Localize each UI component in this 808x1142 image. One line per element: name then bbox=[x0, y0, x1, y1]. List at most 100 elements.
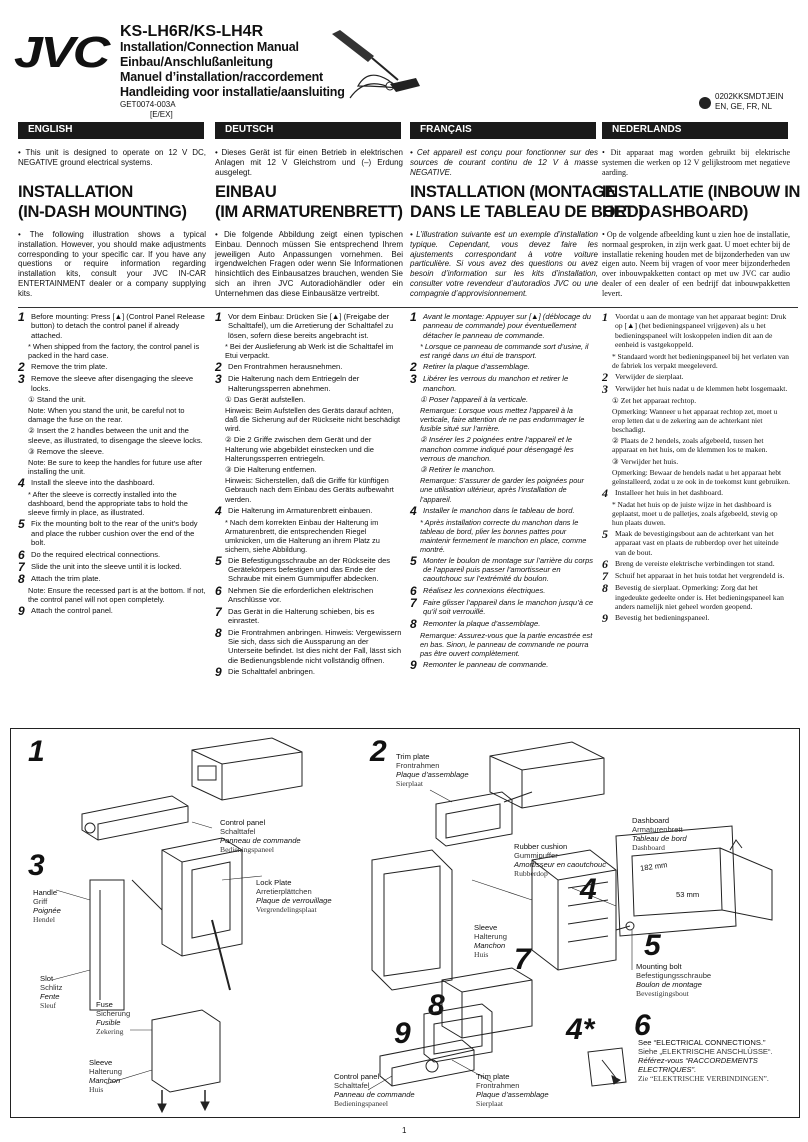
step-text: Die Halterung nach dem Entriegeln der Ha… bbox=[228, 374, 360, 393]
substep: ② Insert the 2 handles between the unit … bbox=[28, 426, 203, 445]
lang-header-nl: NEDERLANDS bbox=[602, 122, 788, 139]
step-number: 3 bbox=[602, 381, 608, 396]
step-item: 7 Das Gerät in die Halterung schieben, bi… bbox=[215, 604, 403, 626]
step-number: 8 bbox=[602, 581, 608, 596]
step-number: 5 bbox=[215, 553, 222, 568]
step-note: Hinweis: Sicherstellen, daß die Griffe f… bbox=[225, 476, 394, 504]
step-number: 3 bbox=[410, 372, 417, 387]
step-note: Opmerking: Wanneer u het apparaat rechto… bbox=[612, 406, 778, 434]
step-number: 6 bbox=[215, 583, 222, 598]
step-text: Installeer het huis in het dashboard. bbox=[615, 487, 723, 497]
step-text: Faire glisser l’appareil dans le manchon… bbox=[423, 597, 594, 617]
substep: ① Poser l’appareil à la verticale. bbox=[420, 395, 529, 405]
step-number: 7 bbox=[215, 604, 222, 619]
substep: ③ Verwijder het huis. bbox=[612, 456, 679, 466]
desc-de: • Die folgende Abbildung zeigt einen typ… bbox=[215, 230, 403, 298]
diagram-step-6: 6 bbox=[634, 1009, 651, 1042]
step-note: Opmerking: Bewaar de hendels nadat u het… bbox=[612, 467, 790, 486]
desc-en: • The following illustration shows a typ… bbox=[18, 230, 206, 298]
step-text: Die Halterung im Armaturenbrett einbauen… bbox=[228, 505, 373, 515]
step-text: Vor dem Einbau: Drücken Sie [▲] (Freigab… bbox=[228, 312, 394, 340]
step-number: 3 bbox=[18, 372, 25, 387]
substep: ③ Remove the sleeve. bbox=[28, 446, 105, 456]
diagram-step-1: 1 bbox=[28, 735, 45, 768]
language-codes: EN, GE, FR, NL bbox=[715, 102, 772, 111]
step-note: * Après installation correcte du manchon… bbox=[420, 517, 587, 554]
step-number: 8 bbox=[18, 571, 25, 586]
step-note: Remarque: S’assurer de garder les poigné… bbox=[420, 476, 584, 504]
title-fr-2: DANS LE TABLEAU DE BORD) bbox=[410, 203, 644, 221]
step-text: Remonter le panneau de commande. bbox=[423, 659, 549, 669]
step-note: * Lorsque ce panneau de commande sort d’… bbox=[420, 342, 589, 361]
title-de-1: EINBAU bbox=[215, 183, 277, 201]
step-number: 2 bbox=[602, 369, 608, 384]
substep: ① Stand the unit. bbox=[28, 395, 86, 405]
step-text: Voordat u aan de montage van het apparaa… bbox=[615, 312, 787, 350]
brand-logo: JVC bbox=[14, 28, 110, 77]
step-text: Die Frontrahmen anbringen. Hinweis: Verg… bbox=[228, 627, 402, 665]
step-number: 4 bbox=[215, 503, 222, 518]
diagram-step-4-star: 4* bbox=[566, 1013, 595, 1046]
step-number: 5 bbox=[18, 517, 25, 532]
step-text: Nehmen Sie die erforderlichen elektrisch… bbox=[228, 585, 374, 605]
step-text: Remove the sleeve after disengaging the … bbox=[31, 374, 194, 393]
step-text: Avant le montage: Appuyer sur [▲] (déblo… bbox=[423, 312, 591, 340]
step-number: 1 bbox=[215, 310, 222, 324]
lang-header-de: DEUTSCH bbox=[215, 122, 401, 139]
step-number: 5 bbox=[410, 553, 417, 568]
step-number: 2 bbox=[410, 360, 417, 375]
diagram-step-3: 3 bbox=[28, 849, 45, 882]
step-text: Installer le manchon dans le tableau de … bbox=[423, 505, 575, 515]
step-text: Verwijder de sierplaat. bbox=[615, 371, 684, 381]
step-text: Die Befestigungsschraube an der Rückseit… bbox=[228, 555, 391, 584]
step-item: 7 Faire glisser l’appareil dans le mancho… bbox=[410, 595, 598, 617]
diagram-frame bbox=[10, 728, 800, 1118]
step-number: 7 bbox=[410, 595, 417, 610]
step-note: Hinweis: Beim Aufstellen des Geräts dara… bbox=[225, 406, 401, 434]
step-number: 6 bbox=[602, 557, 608, 572]
desc-nl: • Op de volgende afbeelding kunt u zien … bbox=[602, 230, 790, 298]
step-item: 6 Nehmen Sie die erforderlichen elektrisc… bbox=[215, 583, 403, 605]
label-see-connections: See “ELECTRICAL CONNECTIONS.”Siehe „ELEK… bbox=[638, 1038, 773, 1084]
step-number: 7 bbox=[602, 569, 608, 584]
intro-en: • This unit is designed to operate on 12… bbox=[18, 148, 206, 167]
step-text: Attach the trim plate. bbox=[31, 573, 101, 583]
substep: ③ Retirer le manchon. bbox=[420, 465, 496, 475]
step-note: * Nadat het huis op de juiste wijze in h… bbox=[612, 499, 778, 527]
step-number: 2 bbox=[215, 360, 222, 375]
step-item: 8 Attach the trim plate. bbox=[18, 571, 206, 586]
step-text: Das Gerät in die Halterung schieben, bis… bbox=[228, 606, 375, 626]
lang-header-fr: FRANÇAIS bbox=[410, 122, 596, 139]
recycle-icon bbox=[699, 97, 711, 109]
subtitle-de: Einbau/Anschlußanleitung bbox=[120, 55, 273, 69]
step-text: Slide the unit into the sleeve until it … bbox=[31, 561, 182, 571]
step-number: 9 bbox=[602, 611, 608, 626]
desc-fr: • L’illustration suivante est un exemple… bbox=[410, 230, 598, 298]
diagram-step-4: 4 bbox=[580, 873, 597, 906]
diagram-step-7: 7 bbox=[514, 943, 531, 976]
step-item: 2 Verwijder de sierplaat. bbox=[602, 369, 790, 384]
step-number: 6 bbox=[410, 583, 417, 598]
step-note: * Bei der Auslieferung ab Werk ist die S… bbox=[225, 342, 394, 361]
